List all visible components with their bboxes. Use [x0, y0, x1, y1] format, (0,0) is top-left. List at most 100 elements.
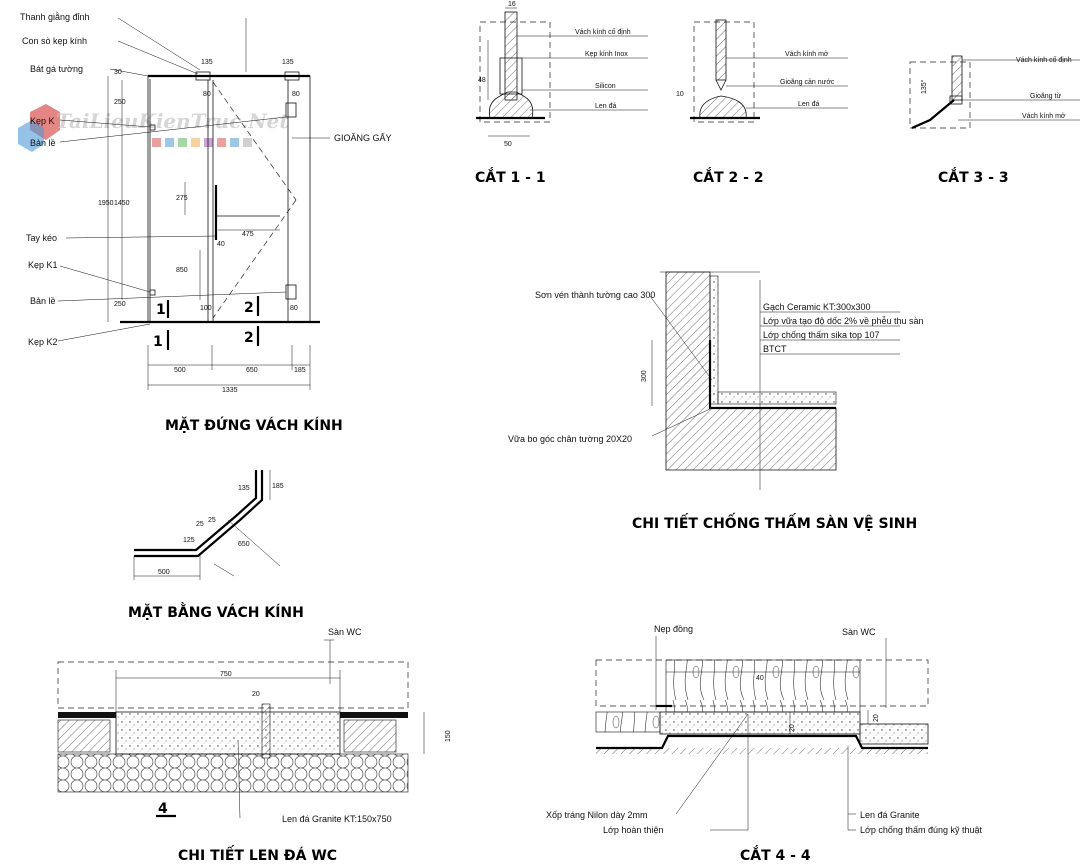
- watermark: TaiLieuKienTruc.Net: [18, 104, 289, 152]
- label-top-rail: Thanh giằng đỉnh: [20, 12, 90, 22]
- dim-185: 185: [294, 367, 306, 374]
- watermark-color-square: [152, 138, 161, 147]
- title-elevation: MẶT ĐỨNG VÁCH KÍNH: [165, 416, 343, 434]
- dim-plan-25b: 25: [208, 517, 216, 524]
- dim-750: 750: [220, 671, 232, 678]
- title-section-3-3: CẮT 3 - 3: [938, 167, 1009, 186]
- section-mark-1b: 1: [153, 334, 163, 350]
- section-3-3-drawing: [909, 55, 1080, 130]
- label-open-glass-2: Vách kính mở: [785, 50, 829, 58]
- dim-30: 30: [114, 69, 122, 76]
- title-section-4-4: CẮT 4 - 4: [740, 845, 811, 864]
- dim-plan-650: 650: [238, 541, 250, 548]
- section-marker-4: 4: [158, 801, 168, 817]
- label-concrete: BTCT: [763, 344, 787, 354]
- label-membrane-sec4: Lớp chống thấm đúng kỹ thuật: [860, 825, 982, 835]
- watermark-color-square: [243, 138, 252, 147]
- label-clip-k1: Kẹp K1: [28, 260, 58, 270]
- dim-100: 100: [200, 305, 212, 312]
- section-2-2-drawing: [690, 19, 848, 123]
- dim-plan-500: 500: [158, 569, 170, 576]
- dim-plan-135: 135: [238, 485, 250, 492]
- title-waterproof: CHI TIẾT CHỐNG THẤM SÀN VỆ SINH: [632, 512, 917, 532]
- label-wall-angle: Bát gá tường: [30, 64, 83, 74]
- dim-20-stone: 20: [252, 691, 260, 698]
- dim-80c: 80: [290, 305, 298, 312]
- label-clip-k2: Kẹp K2: [28, 337, 58, 347]
- label-tile: Gạch Ceramic KT:300x300: [763, 302, 871, 312]
- dim-plan-185: 185: [272, 483, 284, 490]
- label-hinge-bottom: Bản lề: [30, 296, 56, 306]
- section-mark-2b: 2: [244, 330, 254, 346]
- stone-detail-drawing: [57, 639, 425, 819]
- dim-250b: 250: [114, 301, 126, 308]
- label-granite-150x750: Len đá Granite KT:150x750: [282, 814, 392, 824]
- label-clip-k: Kẹp K: [30, 116, 55, 126]
- label-fixed-glass-1: Vách kính cố định: [575, 27, 631, 36]
- section-1-1-drawing: [476, 7, 648, 137]
- label-membrane: Lớp chống thấm sika top 107: [763, 330, 879, 340]
- waterproof-detail-drawing: [649, 271, 900, 490]
- dim-20a-sec4: 20: [789, 724, 796, 732]
- label-foam: Xốp tráng Nilon dày 2mm: [546, 810, 648, 820]
- label-magnetic-seal: Gioăng từ: [1030, 93, 1061, 100]
- title-stone-detail: CHI TIẾT LEN ĐÁ WC: [178, 845, 337, 864]
- dim-h48: 48: [478, 77, 486, 84]
- label-wc-floor-2: Sàn WC: [842, 627, 876, 637]
- dim-40-sec4: 40: [756, 675, 764, 682]
- label-handle: Tay kéo: [26, 233, 57, 243]
- dim-80b: 80: [292, 91, 300, 98]
- dim-850: 850: [176, 267, 188, 274]
- title-plan: MẶT BẰNG VÁCH KÍNH: [128, 602, 304, 621]
- label-granite-sec4: Len đá Granite: [860, 810, 920, 820]
- dim-20b-sec4: 20: [873, 714, 880, 722]
- section-mark-2a: 2: [244, 300, 254, 316]
- watermark-color-square: [217, 138, 226, 147]
- label-silicon: Silicon: [595, 83, 616, 90]
- dim-475: 475: [242, 231, 254, 238]
- dim-275: 275: [176, 195, 188, 202]
- dim-650: 650: [246, 367, 258, 374]
- label-fillet: Vữa bo góc chân tường 20X20: [508, 434, 632, 444]
- dim-150: 150: [445, 730, 452, 742]
- title-section-2-2: CẮT 2 - 2: [693, 167, 764, 186]
- dim-w50: 50: [504, 141, 512, 148]
- label-wc-floor-1: Sàn WC: [328, 627, 362, 637]
- dim-1450: 1450: [114, 200, 130, 207]
- title-section-1-1: CẮT 1 - 1: [475, 167, 546, 186]
- watermark-color-square: [178, 138, 187, 147]
- dim-w16: 16: [508, 1, 516, 8]
- plan-drawing: [133, 470, 281, 580]
- dim-250a: 250: [114, 99, 126, 106]
- elevation-drawing: [57, 17, 330, 390]
- dim-40: 40: [217, 241, 225, 248]
- label-hinge-top: Bản lề: [30, 138, 56, 148]
- watermark-color-square: [165, 138, 174, 147]
- section-4-4-drawing: [595, 636, 929, 831]
- watermark-color-square: [204, 138, 213, 147]
- label-mortar: Lớp vữa tạo độ dốc 2% về phễu thu sàn: [763, 316, 924, 326]
- watermark-color-square: [191, 138, 200, 147]
- label-finish: Lớp hoàn thiện: [603, 825, 663, 835]
- dim-plan-125: 125: [183, 537, 195, 544]
- dim-a135: 135°: [920, 79, 928, 94]
- label-bracket: Con sò kẹp kính: [22, 36, 87, 46]
- label-wall-paint: Sơn vén thành tường cao 300: [535, 290, 655, 300]
- dim-h10: 10: [676, 91, 684, 98]
- dim-h300: 300: [641, 370, 648, 382]
- label-stone-2: Len đá: [798, 101, 820, 108]
- label-open-glass-3: Vách kính mở: [1022, 112, 1066, 120]
- section-mark-1a: 1: [156, 302, 166, 318]
- dim-plan-25a: 25: [196, 521, 204, 528]
- label-fixed-glass-3: Vách kính cố định: [1016, 55, 1072, 64]
- label-inox-clip: Kẹp kính Inox: [585, 51, 628, 58]
- watermark-color-squares: [152, 138, 252, 147]
- label-stone-1: Len đá: [595, 103, 617, 110]
- label-copper-strip: Nẹp đồng: [654, 624, 693, 634]
- dim-1950: 1950: [98, 200, 114, 207]
- dim-135b: 135: [282, 59, 294, 66]
- label-water-seal: Gioăng cản nước: [780, 79, 835, 86]
- dim-500: 500: [174, 367, 186, 374]
- watermark-logo-icon-2: [18, 120, 44, 152]
